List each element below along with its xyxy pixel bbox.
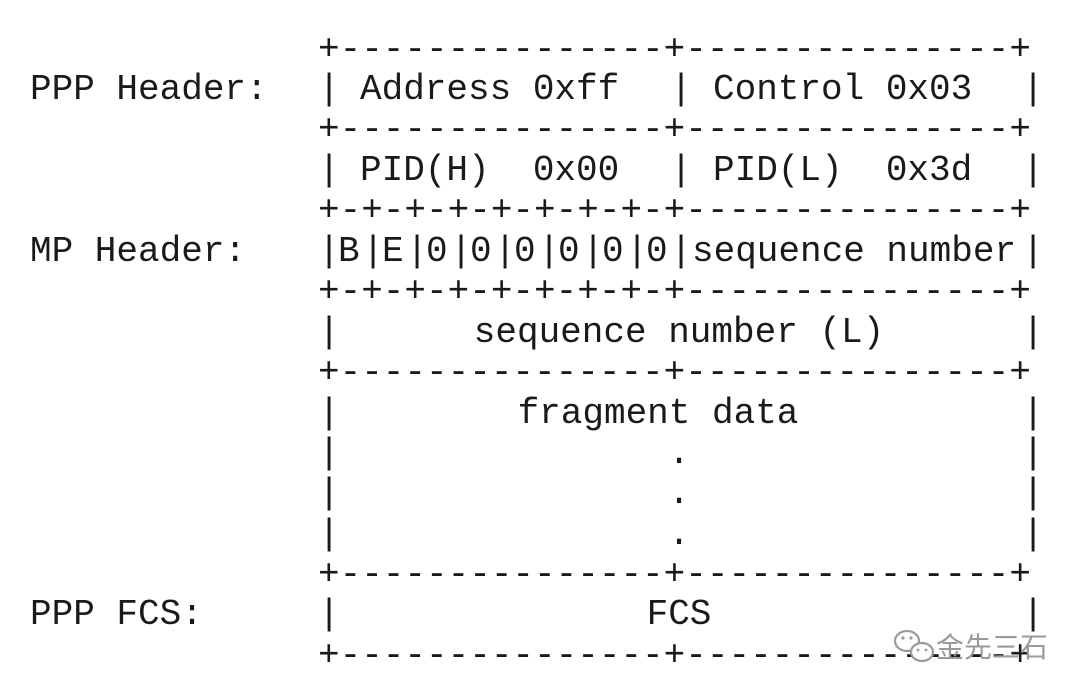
ellipsis-dot: . (668, 473, 690, 514)
field-separator: | (318, 594, 340, 635)
field-separator: | (1022, 150, 1044, 191)
border-row: +-+-+-+-+-+-+-+-+---------------+ (318, 271, 1031, 312)
field-separator: | (670, 69, 692, 110)
border-row: +---------------+---------------+ (318, 29, 1031, 70)
field-separator: | (450, 231, 472, 272)
field-separator: | (1022, 69, 1044, 110)
field-separator: | (494, 231, 516, 272)
field-separator: | (1022, 514, 1044, 555)
field-separator: | (670, 150, 692, 191)
border-row: +---------------+---------------+ (318, 554, 1031, 595)
pid-high-field: PID(H) 0x00 (360, 150, 619, 191)
reserved-bit: 0 (558, 231, 580, 272)
field-separator: | (582, 231, 604, 272)
fragment-data-field: fragment data (518, 393, 799, 434)
field-separator: | (1022, 312, 1044, 353)
ppp-fcs-label: PPP FCS: (30, 594, 203, 635)
mp-header-label: MP Header: (30, 231, 246, 272)
control-field: Control 0x03 (713, 69, 972, 110)
field-separator: | (318, 312, 340, 353)
ellipsis-dot: . (668, 433, 690, 474)
field-separator: | (406, 231, 428, 272)
field-separator: | (1022, 231, 1044, 272)
field-separator: | (318, 514, 340, 555)
field-separator: | (670, 231, 692, 272)
address-field: Address 0xff (360, 69, 619, 110)
sequence-number-low-field: sequence number (L) (474, 312, 884, 353)
watermark-text: 金先三石 (936, 631, 1048, 664)
reserved-bit: 0 (426, 231, 448, 272)
reserved-bit: 0 (646, 231, 668, 272)
ppp-header-label: PPP Header: (30, 69, 268, 110)
field-separator: | (318, 473, 340, 514)
fcs-field: FCS (647, 594, 712, 635)
ellipsis-dot: . (668, 514, 690, 555)
field-separator: | (626, 231, 648, 272)
border-row: +---------------+---------------+ (318, 352, 1031, 393)
reserved-bit: 0 (602, 231, 624, 272)
border-row: +-+-+-+-+-+-+-+-+---------------+ (318, 190, 1031, 231)
pid-low-field: PID(L) 0x3d (713, 150, 972, 191)
field-separator: | (538, 231, 560, 272)
field-separator: | (318, 393, 340, 434)
field-separators: |||||||||||||||||||||||||||| (318, 69, 1044, 635)
wechat-icon (893, 629, 935, 663)
sequence-number-high-field: sequence number (692, 231, 1016, 272)
border-row: +---------------+---------------+ (318, 109, 1031, 150)
reserved-bit: 0 (470, 231, 492, 272)
watermark: 金先三石 (893, 629, 1048, 664)
field-separator: | (318, 69, 340, 110)
field-separator: | (1022, 393, 1044, 434)
field-separator: | (1022, 594, 1044, 635)
field-separator: | (362, 231, 384, 272)
field-separator: | (1022, 433, 1044, 474)
field-separator: | (318, 231, 340, 272)
field-separator: | (1022, 473, 1044, 514)
reserved-bit: 0 (514, 231, 536, 272)
flag-bit-e: E (382, 231, 404, 272)
flag-bit-b: B (338, 231, 360, 272)
field-separator: | (318, 433, 340, 474)
field-separator: | (318, 150, 340, 191)
